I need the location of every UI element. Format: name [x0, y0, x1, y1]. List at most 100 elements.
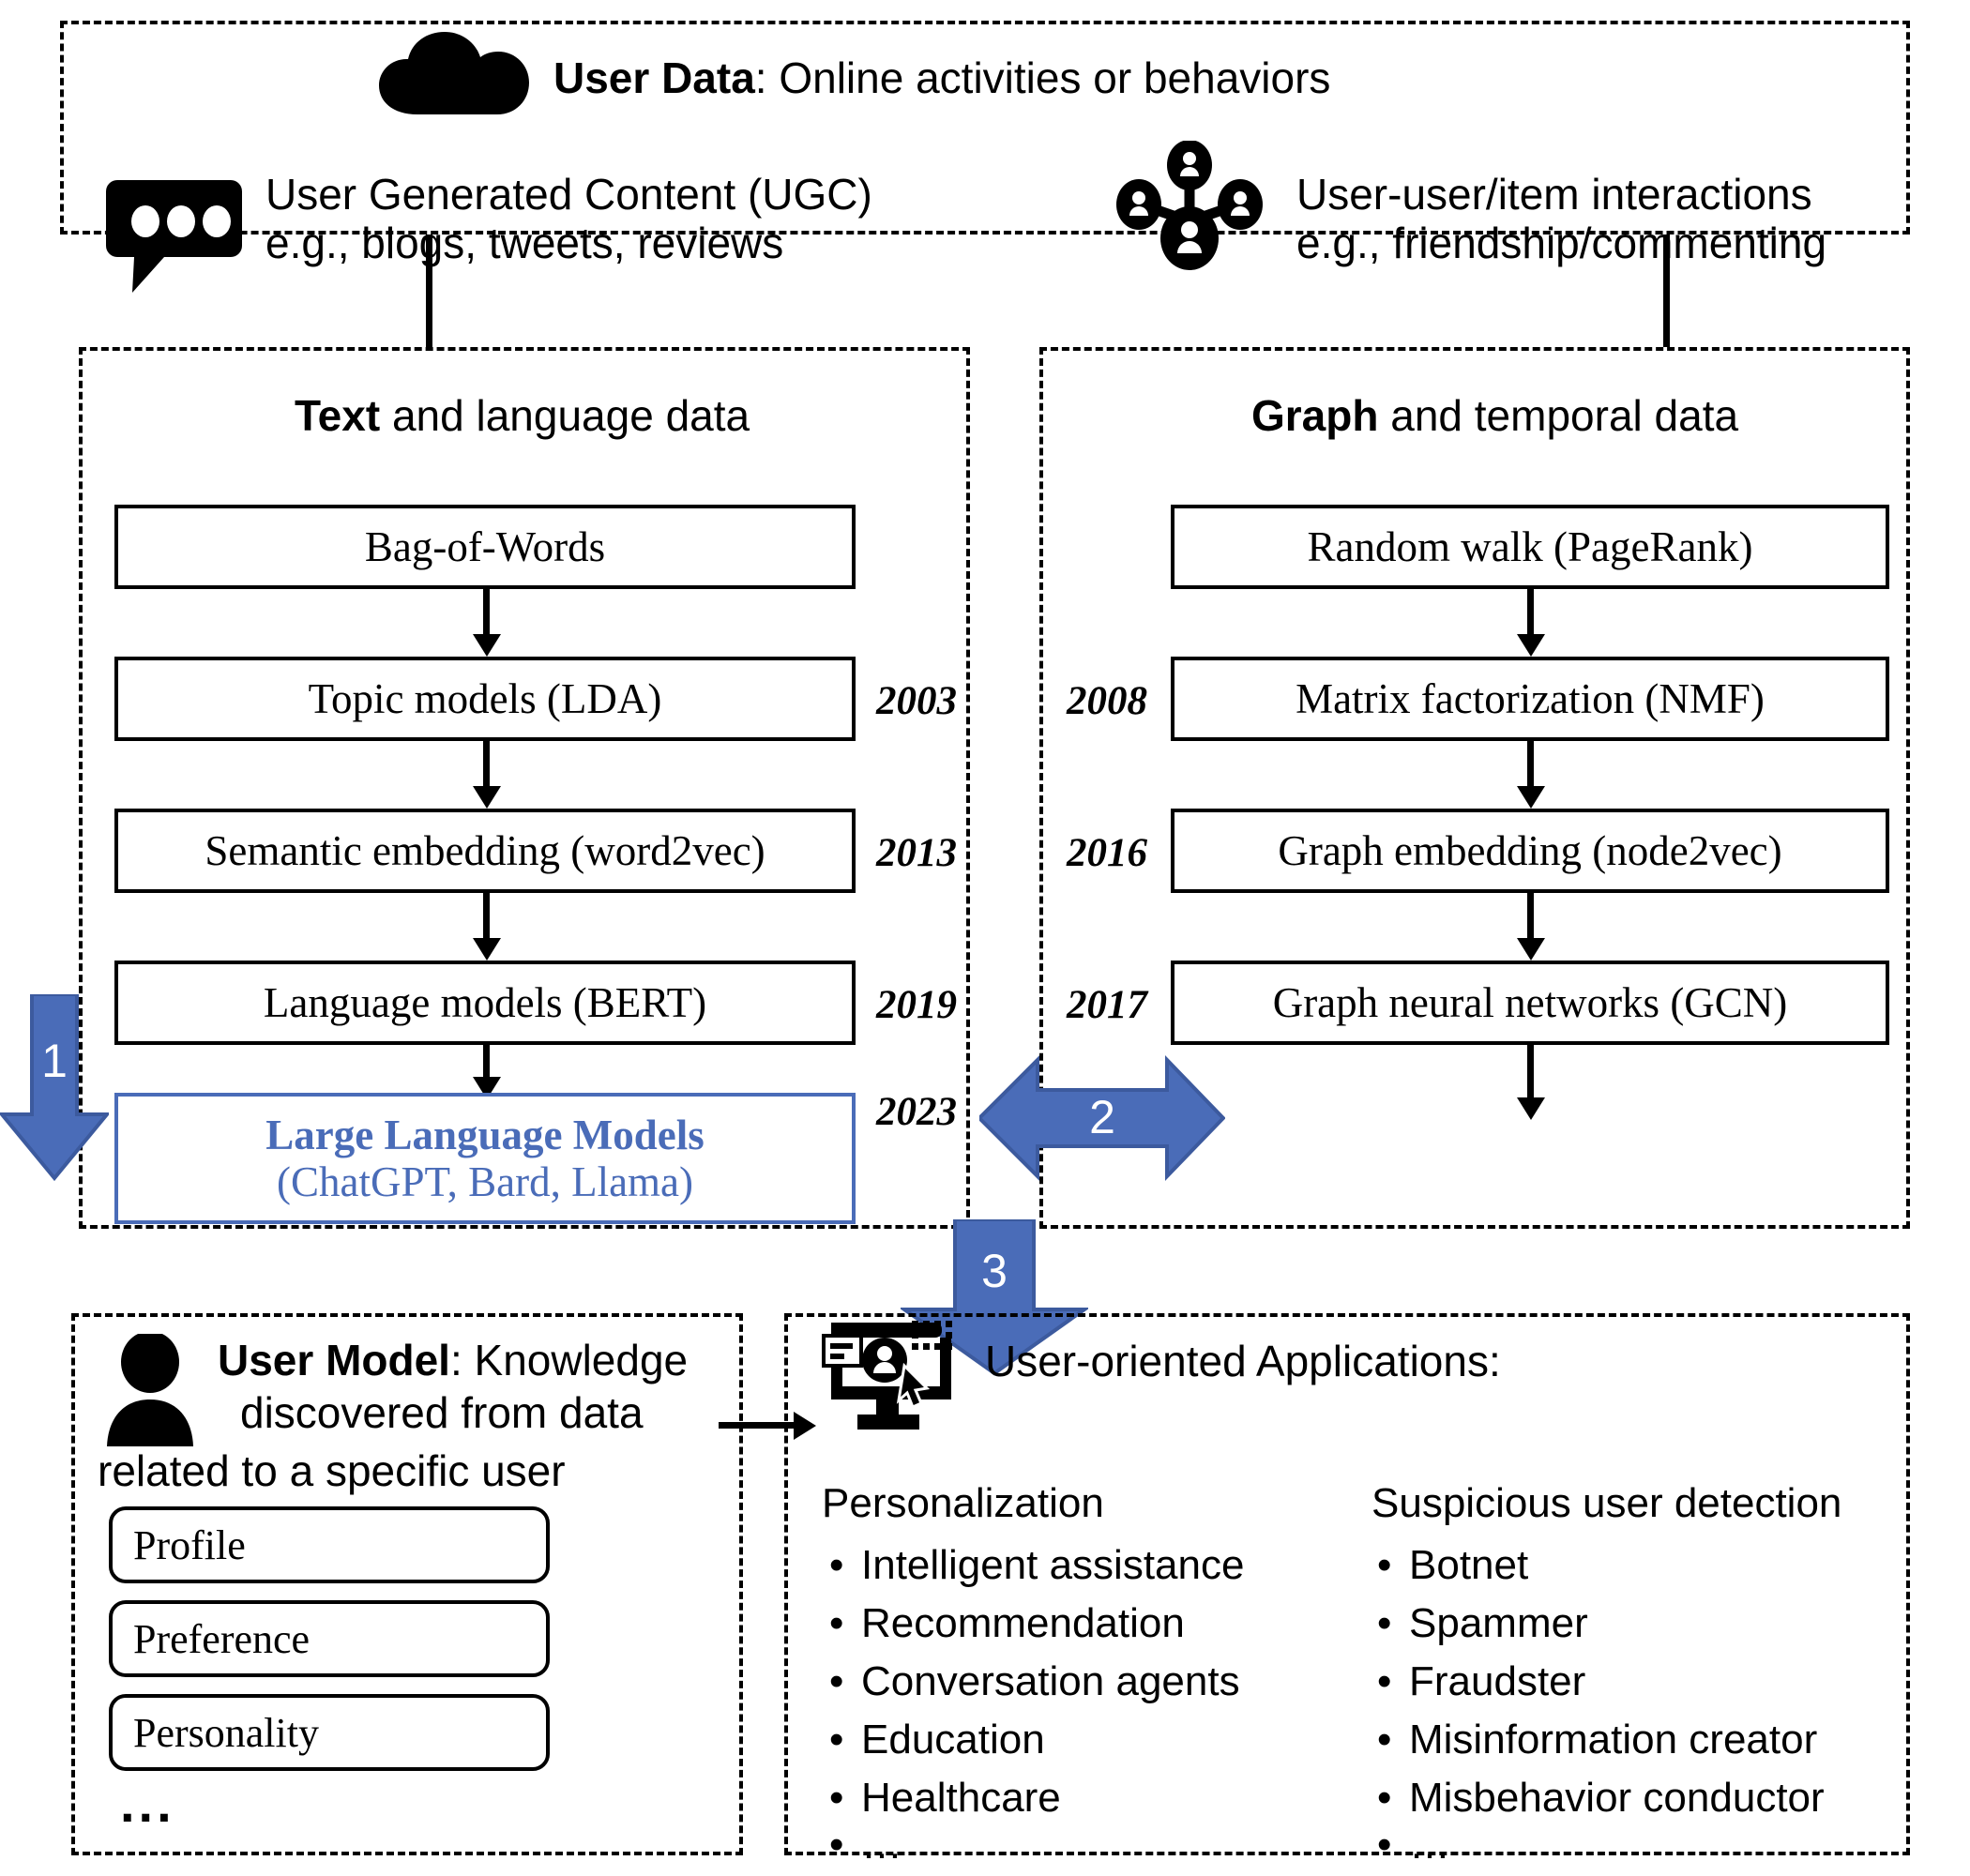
network-users-icon	[1114, 140, 1265, 275]
arrow-bow-to-lda	[483, 589, 490, 638]
bullet-dot: •	[1377, 1822, 1392, 1868]
bullet-dot: •	[1377, 1717, 1392, 1763]
year-2019: 2019	[876, 983, 957, 1027]
blue-arrow-1-label: 1	[41, 1035, 68, 1087]
applications-col1-bullet-2: •Conversation agents	[829, 1658, 1240, 1705]
box-graph-embedding[interactable]: Graph embedding (node2vec)	[1171, 809, 1889, 893]
user-data-title: User Data: Online activities or behavior…	[553, 53, 1331, 103]
bullet-text: Fraudster	[1409, 1658, 1586, 1704]
box-graph-neural-networks[interactable]: Graph neural networks (GCN)	[1171, 961, 1889, 1045]
connector-interactions-to-graph	[1663, 234, 1670, 347]
bullet-text: Misbehavior conductor	[1409, 1775, 1825, 1821]
box-matrix-factorization[interactable]: Matrix factorization (NMF)	[1171, 657, 1889, 741]
blue-arrow-3-label: 3	[981, 1245, 1008, 1297]
user-model-line1: User Model: Knowledge	[218, 1334, 743, 1386]
user-model-line3: related to a specific user	[98, 1446, 566, 1495]
bullet-dot: •	[829, 1600, 844, 1646]
arrow-rw-to-nmf-head	[1517, 634, 1545, 657]
user-model-title: User Model	[218, 1336, 450, 1384]
llm-line2: (ChatGPT, Bard, Llama)	[276, 1158, 694, 1205]
bullet-dot: •	[1377, 1542, 1392, 1588]
arrow-n2v-to-gcn-head	[1517, 938, 1545, 961]
arrow-n2v-to-gcn	[1527, 893, 1534, 942]
arrow-gcn-down-head	[1517, 1097, 1545, 1120]
bullet-text: Conversation agents	[861, 1658, 1240, 1704]
user-model-panel	[71, 1313, 743, 1855]
interactions-text: User-user/item interactions e.g., friend…	[1296, 170, 1826, 267]
arrow-lda-to-w2v-head	[473, 786, 501, 809]
bullet-dot: •	[1377, 1658, 1392, 1704]
ugc-line1: User Generated Content (UGC)	[265, 170, 872, 219]
text-column-title-rest: and language data	[380, 391, 750, 440]
ugc-text: User Generated Content (UGC) e.g., blogs…	[265, 170, 872, 267]
blue-arrow-2[interactable]: 2	[979, 1052, 1225, 1184]
graph-column-title-rest: and temporal data	[1378, 391, 1739, 440]
applications-col2-bullet-1: •Spammer	[1377, 1600, 1588, 1647]
arrow-bert-to-llm	[483, 1045, 490, 1081]
arrow-nmf-to-n2v	[1527, 741, 1534, 790]
applications-col2-bullet-3: • Misinformation creator	[1377, 1717, 1817, 1763]
user-data-title-rest: : Online activities or behaviors	[754, 53, 1331, 102]
item-label: Preference	[133, 1615, 311, 1662]
year-2023: 2023	[876, 1090, 957, 1134]
box-large-language-models[interactable]: Large Language Models (ChatGPT, Bard, Ll…	[114, 1093, 856, 1224]
year-2008: 2008	[1067, 679, 1147, 723]
monitor-user-icon	[818, 1317, 968, 1445]
box-bag-of-words[interactable]: Bag-of-Words	[114, 505, 856, 589]
ugc-line2: e.g., blogs, tweets, reviews	[265, 218, 784, 267]
applications-panel	[784, 1313, 1910, 1855]
person-icon	[103, 1331, 197, 1451]
text-column-title: Text and language data	[295, 391, 750, 441]
user-model-item-personality[interactable]: Personality	[109, 1694, 550, 1771]
box-label: Topic models (LDA)	[308, 675, 662, 722]
text-column-panel	[79, 347, 970, 1229]
bullet-dot: •	[829, 1775, 844, 1821]
arrow-w2v-to-bert	[483, 893, 490, 942]
arrow-rw-to-nmf	[1527, 589, 1534, 638]
bullet-dot: •	[1377, 1775, 1392, 1821]
year-2016: 2016	[1067, 831, 1147, 875]
box-random-walk[interactable]: Random walk (PageRank)	[1171, 505, 1889, 589]
year-2013: 2013	[876, 831, 957, 875]
arrow-gcn-down	[1527, 1045, 1534, 1101]
box-language-models[interactable]: Language models (BERT)	[114, 961, 856, 1045]
chat-bubble-icon	[106, 180, 242, 297]
graph-column-title-bold: Graph	[1251, 391, 1379, 440]
bullet-text: Healthcare	[861, 1775, 1061, 1821]
applications-col2-bullet-5: •…	[1377, 1822, 1450, 1868]
applications-col1-bullet-5: •…	[829, 1822, 902, 1868]
user-model-item-profile[interactable]: Profile	[109, 1506, 550, 1583]
bullet-text: Education	[861, 1717, 1045, 1763]
applications-col2-heading: Suspicious user detection	[1371, 1480, 1842, 1526]
box-label: Bag-of-Words	[364, 523, 606, 570]
cloud-icon	[373, 32, 533, 123]
applications-col2-bullet-0: • Botnet	[1377, 1542, 1528, 1589]
box-label: Random walk (PageRank)	[1307, 523, 1753, 570]
box-label: Graph neural networks (GCN)	[1272, 979, 1788, 1026]
graph-column-title: Graph and temporal data	[1251, 391, 1739, 441]
blue-arrow-1[interactable]: 1	[0, 994, 109, 1182]
box-label: Matrix factorization (NMF)	[1296, 675, 1765, 722]
box-label: Language models (BERT)	[263, 979, 707, 1026]
user-model-ellipsis: ...	[120, 1774, 175, 1833]
item-label: Personality	[133, 1709, 319, 1756]
bullet-dot: •	[829, 1542, 844, 1588]
user-model-item-preference[interactable]: Preference	[109, 1600, 550, 1677]
applications-col1-bullet-1: •Recommendation	[829, 1600, 1185, 1647]
applications-col1-bullet-0: •Intelligent assistance	[829, 1542, 1244, 1589]
bullet-text: Misinformation creator	[1409, 1717, 1818, 1763]
bullet-text: …	[861, 1822, 902, 1868]
bullet-text: Botnet	[1409, 1542, 1529, 1588]
connector-ugc-to-text	[426, 234, 432, 347]
user-data-panel	[60, 21, 1910, 234]
box-topic-models[interactable]: Topic models (LDA)	[114, 657, 856, 741]
text-column-title-bold: Text	[295, 391, 381, 440]
arrow-usermodel-to-apps	[719, 1422, 796, 1429]
arrow-nmf-to-n2v-head	[1517, 786, 1545, 809]
box-label: Semantic embedding (word2vec)	[205, 827, 765, 874]
year-2003: 2003	[876, 679, 957, 723]
box-semantic-embedding[interactable]: Semantic embedding (word2vec)	[114, 809, 856, 893]
bullet-dot: •	[1377, 1600, 1392, 1646]
user-model-text: User Model: Knowledge discovered from da…	[218, 1334, 743, 1439]
user-model-line2: discovered from data	[240, 1388, 644, 1438]
